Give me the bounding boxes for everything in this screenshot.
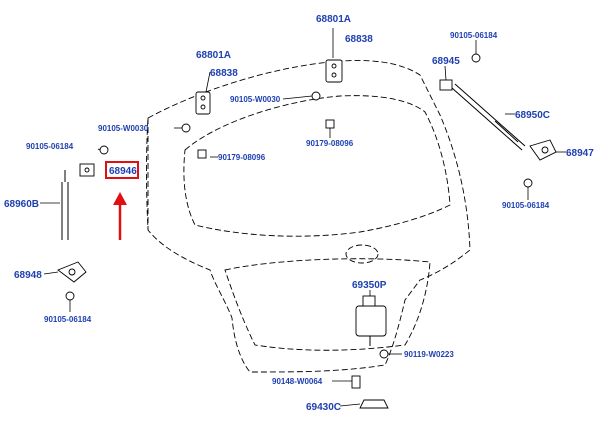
- bracket-68947[interactable]: [529, 139, 557, 161]
- label-68838-left: 68838: [210, 68, 238, 79]
- label-90179-08096-right: 90179-08096: [306, 139, 354, 148]
- highlight-68946: [105, 161, 139, 240]
- label-68947: 68947: [566, 148, 594, 159]
- label-69430C: 69430C: [306, 402, 341, 413]
- bracket-68948[interactable]: [57, 261, 87, 283]
- clip-90179-08096-right[interactable]: [325, 119, 335, 129]
- bolt-90105-06184-left[interactable]: [99, 145, 109, 155]
- clip-90179-08096-left[interactable]: [197, 149, 207, 159]
- latch-69350P[interactable]: [355, 295, 387, 346]
- tailgate-body: [146, 60, 471, 373]
- label-68801A-left: 68801A: [196, 50, 231, 61]
- label-90105-06184-topright: 90105-06184: [450, 31, 498, 40]
- lower-panel-recess: [224, 258, 431, 351]
- gas-strut-68960B[interactable]: [61, 170, 69, 240]
- label-90179-08096-left: 90179-08096: [218, 153, 266, 162]
- striker-69430C[interactable]: [359, 399, 389, 409]
- label-68946: 68946: [109, 166, 137, 177]
- bolt-90105-W0030-right[interactable]: [311, 91, 321, 101]
- label-68950C: 68950C: [515, 110, 550, 121]
- bolt-90105-06184-bottomleft[interactable]: [65, 291, 75, 301]
- label-90105-06184-left: 90105-06184: [26, 142, 74, 151]
- label-68960B: 68960B: [4, 199, 39, 210]
- leader-lines: [40, 28, 566, 407]
- label-90119-W0223: 90119-W0223: [404, 350, 454, 359]
- bolt-90105-06184-right[interactable]: [523, 178, 533, 188]
- label-68945: 68945: [432, 56, 460, 67]
- label-90148-W0064: 90148-W0064: [272, 377, 323, 386]
- label-90105-W0030-right: 90105-W0030: [230, 95, 281, 104]
- label-68801A-top: 68801A: [316, 14, 351, 25]
- bolt-90148-W0064[interactable]: [351, 375, 361, 389]
- hinge-68801A-left[interactable]: [195, 91, 211, 115]
- bolt-90105-06184-topright[interactable]: [471, 53, 481, 63]
- hinge-68801A-right[interactable]: [325, 59, 343, 83]
- gas-strut-68950C[interactable]: [451, 83, 526, 151]
- bolt-90105-W0030-left[interactable]: [181, 123, 191, 133]
- label-68948: 68948: [14, 270, 42, 281]
- bracket-68945[interactable]: [439, 79, 453, 91]
- emblem-oval: [345, 244, 379, 264]
- label-90105-06184-right: 90105-06184: [502, 201, 550, 210]
- bracket-68946[interactable]: [79, 163, 95, 177]
- rear-window-opening: [183, 95, 451, 237]
- bolt-90119-W0223[interactable]: [379, 349, 389, 359]
- label-68838-top: 68838: [345, 34, 373, 45]
- label-90105-06184-bottomleft: 90105-06184: [44, 315, 92, 324]
- label-69350P: 69350P: [352, 280, 387, 291]
- label-90105-W0030-left: 90105-W0030: [98, 124, 149, 133]
